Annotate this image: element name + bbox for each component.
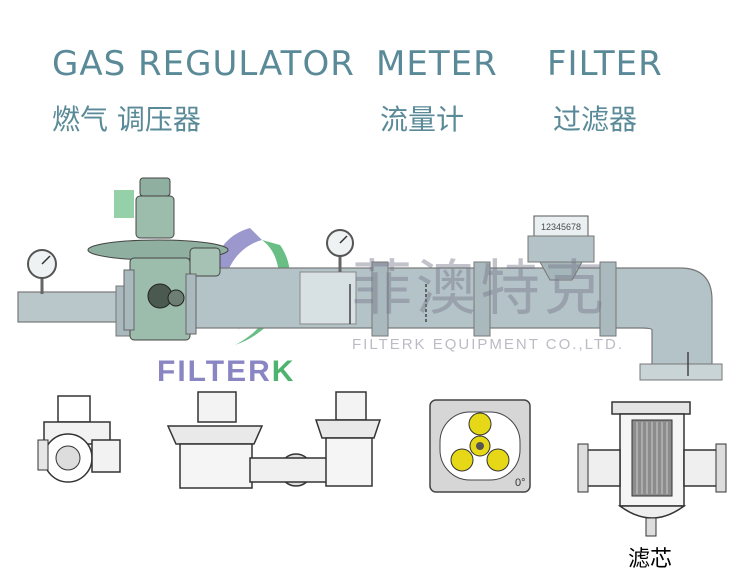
filter-element-icon bbox=[631, 419, 673, 497]
meter-counter-display: 12345678 bbox=[540, 222, 582, 232]
heading-filter-cn: 过滤器 bbox=[553, 103, 638, 136]
main-pipe bbox=[17, 261, 723, 381]
watermark-company-cn: 菲澳特克 bbox=[352, 254, 608, 324]
heading-gas-regulator: GAS REGULATOR bbox=[52, 44, 355, 84]
logo-wordmark: FILTERK bbox=[157, 355, 295, 389]
heading-gas-regulator-cn: 燃气 调压器 bbox=[52, 103, 201, 136]
heading-meter: METER bbox=[376, 44, 498, 84]
logo-text-main: FILTER bbox=[157, 355, 272, 388]
heading-meter-cn: 流量计 bbox=[380, 103, 465, 136]
gas-regulator-icon bbox=[87, 177, 229, 341]
rotor-angle-label: 0° bbox=[515, 477, 526, 489]
flow-meter-icon bbox=[527, 215, 595, 281]
filter-housing-icon bbox=[577, 401, 727, 537]
meter-rotor-section-icon bbox=[429, 399, 531, 493]
regulator-front-view-icon bbox=[37, 395, 121, 483]
filter-element-caption: 滤芯 bbox=[628, 547, 673, 572]
watermark-company-en: FILTERK EQUIPMENT CO.,LTD. bbox=[352, 336, 625, 353]
heading-filter: FILTER bbox=[547, 44, 663, 84]
regulator-side-view-icon bbox=[166, 391, 382, 489]
logo-text-accent: K bbox=[271, 355, 296, 388]
pressure-gauge-outlet-icon bbox=[326, 229, 354, 272]
pressure-gauge-inlet-icon bbox=[27, 249, 57, 294]
